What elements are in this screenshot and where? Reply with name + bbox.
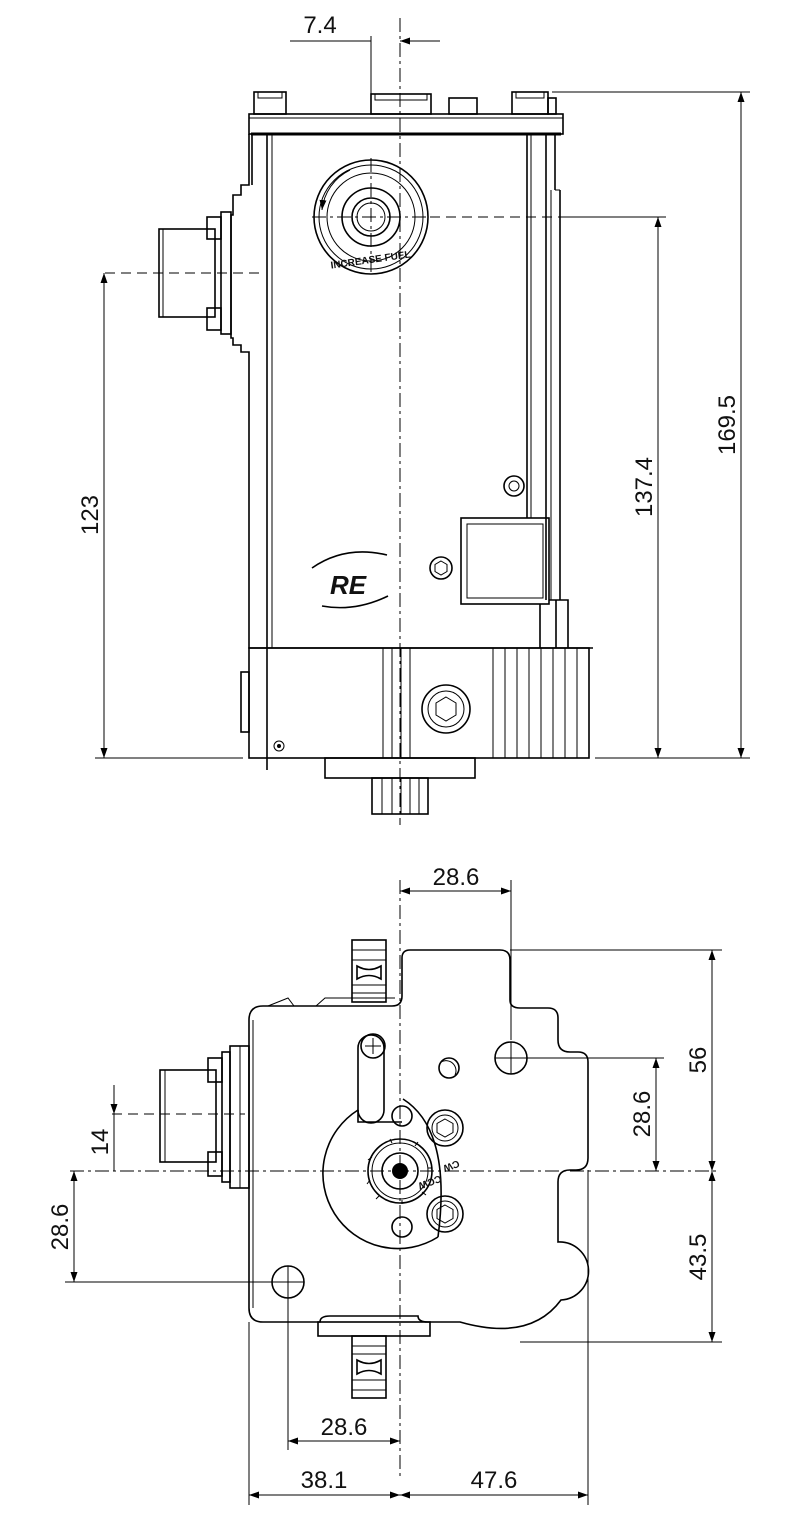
dim-137-4: 137.4 xyxy=(568,216,666,758)
small-port xyxy=(503,475,525,497)
dim-43-5-text: 43.5 xyxy=(685,1234,712,1281)
dim-38-1: 38.1 xyxy=(248,1322,400,1505)
dim-7-4-text: 7.4 xyxy=(303,12,336,39)
connector-side xyxy=(159,1045,250,1189)
inspection-window xyxy=(460,517,569,648)
dim-7-4: 7.4 xyxy=(290,12,440,94)
dim-28-6-top: 28.6 xyxy=(400,864,512,1040)
dim-169-5-text: 169.5 xyxy=(714,395,741,455)
logo-text: RE xyxy=(330,570,367,600)
hex-bolt-upper xyxy=(426,1109,464,1147)
top-plate xyxy=(248,113,564,135)
dim-123: 123 xyxy=(77,273,243,759)
dim-38-1-text: 38.1 xyxy=(301,1467,348,1494)
housing-outline xyxy=(248,949,590,1330)
dim-47-6-text: 47.6 xyxy=(471,1467,518,1494)
bottom-view: CW CCW 28.6 56 28.6 43.5 xyxy=(47,864,722,1505)
top-caps xyxy=(253,91,557,115)
main-body-outline xyxy=(230,134,593,649)
re-logo: RE xyxy=(311,551,389,609)
dim-28-6-top-text: 28.6 xyxy=(433,864,480,891)
upper-stud xyxy=(351,939,387,1003)
dim-169-5: 169.5 xyxy=(552,91,750,759)
rotation-label-ccw: CCW xyxy=(416,1172,443,1191)
governor-disc xyxy=(322,1033,442,1250)
lower-stud xyxy=(317,1321,431,1399)
dim-28-6-right: 28.6 xyxy=(527,1057,664,1171)
dim-28-6-left-text: 28.6 xyxy=(47,1204,74,1251)
dim-14: 14 xyxy=(87,1085,118,1171)
dim-56-text: 56 xyxy=(685,1047,712,1074)
dim-123-text: 123 xyxy=(77,495,104,535)
hex-bolt-lower xyxy=(426,1195,464,1233)
dim-47-6: 47.6 xyxy=(400,1170,589,1505)
dim-28-6-left: 28.6 xyxy=(47,1171,272,1283)
dim-28-6-right-text: 28.6 xyxy=(629,1091,656,1138)
lower-block xyxy=(240,647,590,759)
mounting-hole-upper xyxy=(494,1041,528,1075)
dim-14-text: 14 xyxy=(87,1129,114,1156)
dim-43-5: 43.5 xyxy=(520,1171,722,1343)
top-view: INCREASE FUEL RE xyxy=(77,12,750,825)
port-hole xyxy=(438,1057,460,1079)
dim-28-6-bottom: 28.6 xyxy=(287,1298,400,1450)
dim-137-4-text: 137.4 xyxy=(631,457,658,517)
dim-28-6-bottom-text: 28.6 xyxy=(321,1414,368,1441)
dim-56: 56 xyxy=(510,949,722,1171)
mounting-hole-lower xyxy=(271,1265,305,1299)
hex-plug xyxy=(429,556,453,580)
